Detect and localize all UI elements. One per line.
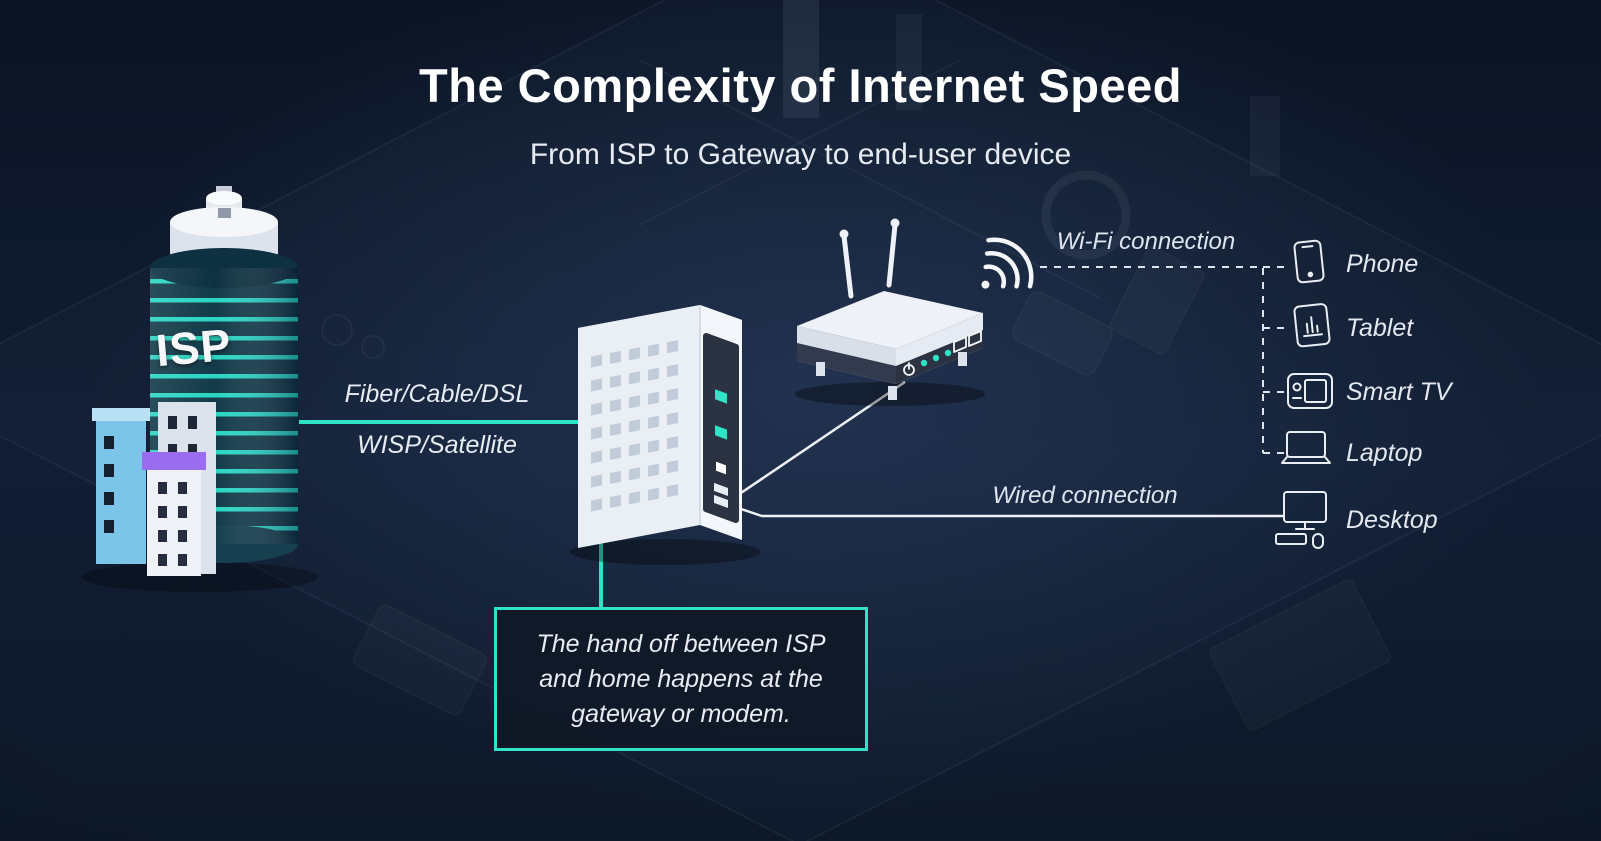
router-status-lights (920, 349, 952, 367)
modem (570, 305, 760, 565)
page-title: The Complexity of Internet Speed (419, 59, 1182, 112)
device-label-laptop: Laptop (1346, 439, 1423, 467)
modem-port (714, 494, 728, 509)
device-label-tablet: Tablet (1346, 314, 1414, 342)
connection-lines (299, 266, 1288, 609)
wifi-signal-icon (981, 237, 1034, 289)
router-ports (953, 330, 982, 353)
isp-building (82, 186, 318, 592)
modem-indicator-light (715, 425, 727, 440)
city-buildings (92, 402, 216, 576)
modem-vent-holes (588, 336, 683, 525)
callout-box: The hand off between ISP and home happen… (494, 607, 868, 751)
phone-icon (1293, 239, 1325, 284)
device-label-smart-tv: Smart TV (1346, 378, 1452, 406)
router-antennas (841, 222, 898, 299)
wifi-connection-dashed-lines (1040, 266, 1288, 454)
device-label-phone: Phone (1346, 250, 1419, 278)
page-subtitle: From ISP to Gateway to end-user device (529, 138, 1072, 171)
isp-building-label: ISP (153, 318, 234, 377)
modem-to-router-line (734, 380, 906, 499)
link-label-fiber: Fiber/Cable/DSL (344, 380, 530, 408)
callout-text: The hand off between ISP and home happen… (536, 629, 826, 728)
laptop-icon (1281, 431, 1331, 464)
device-icons (1275, 239, 1333, 549)
modem-port (716, 461, 726, 475)
wifi-connection-label: Wi-Fi connection (1056, 228, 1236, 255)
device-label-desktop: Desktop (1346, 506, 1438, 534)
modem-port (714, 482, 728, 497)
link-label-wisp: WISP/Satellite (357, 431, 517, 459)
desktop-icon (1275, 491, 1327, 549)
wired-connection-line (734, 505, 1284, 518)
wifi-router (795, 218, 985, 406)
smart-tv-icon (1287, 373, 1333, 409)
tablet-icon (1293, 303, 1331, 348)
router-power-icon (903, 362, 915, 376)
modem-indicator-light (715, 389, 727, 404)
wired-connection-label: Wired connection (992, 482, 1178, 509)
